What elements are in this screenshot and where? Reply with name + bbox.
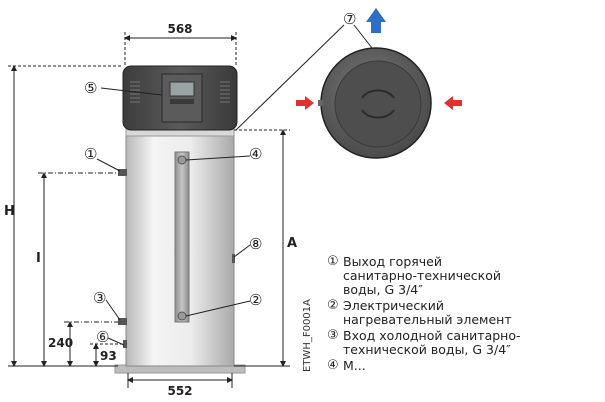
port-2-fitting (177, 311, 187, 321)
dim-label-240: 240 (48, 336, 73, 350)
legend-item-3: ③ Вход холодной санитарно- технической в… (327, 329, 605, 357)
cold-inlet-pipe (118, 318, 127, 325)
drawing-code: ETWH_F0001A (302, 299, 313, 372)
callout-8: ⑧ (249, 235, 262, 253)
top-view-arc-top (361, 89, 395, 99)
top-unit-grille-left (130, 81, 140, 103)
sensor-port (232, 254, 235, 263)
top-view-nozzle (318, 100, 323, 106)
dim-label-568: 568 (167, 22, 192, 36)
legend-item-2: ② Электрический нагревательный элемент (327, 299, 605, 327)
drain-pipe (123, 340, 127, 348)
control-panel (161, 73, 203, 123)
port-4-fitting (177, 155, 187, 165)
dim-label-I: I (36, 251, 41, 266)
legend-num-3: ③ (327, 328, 339, 343)
top-view-inner (334, 60, 422, 148)
legend-item-4: ④ М... (327, 359, 605, 373)
callout-7: ⑦ (343, 10, 356, 28)
callout-5: ⑤ (84, 79, 97, 97)
dim-label-H: H (4, 204, 15, 219)
callout-3: ③ (93, 289, 106, 307)
callout-1: ① (84, 145, 97, 163)
top-unit-grille-right (220, 81, 230, 103)
airflow-in-arrow-left-icon (296, 96, 314, 110)
legend-text-4: М... (343, 358, 366, 373)
callout-6: ⑥ (96, 328, 109, 346)
control-display (169, 81, 195, 97)
legend-text-1: Выход горячей санитарно-технической воды… (343, 255, 501, 297)
airflow-in-arrow-right-icon (444, 96, 462, 110)
callout-4: ④ (249, 145, 262, 163)
legend-item-1: ① Выход горячей санитарно-технической во… (327, 255, 605, 297)
legend-text-3: Вход холодной санитарно- технической вод… (343, 328, 521, 357)
airflow-out-arrow-icon (366, 8, 386, 33)
legend-text-2: Электрический нагревательный элемент (343, 298, 512, 327)
control-buttons (170, 99, 194, 104)
legend: ① Выход горячей санитарно-технической во… (327, 255, 605, 402)
legend-num-4: ④ (327, 358, 339, 373)
dim-label-93: 93 (100, 349, 117, 363)
inner-tube (174, 151, 190, 323)
legend-num-1: ① (327, 255, 339, 269)
top-view-arc-bottom (361, 109, 395, 119)
dim-label-A: A (287, 236, 297, 251)
legend-num-2: ② (327, 298, 339, 313)
callout-2: ② (249, 291, 262, 309)
hot-outlet-pipe (118, 169, 127, 176)
dim-label-552: 552 (167, 384, 192, 398)
